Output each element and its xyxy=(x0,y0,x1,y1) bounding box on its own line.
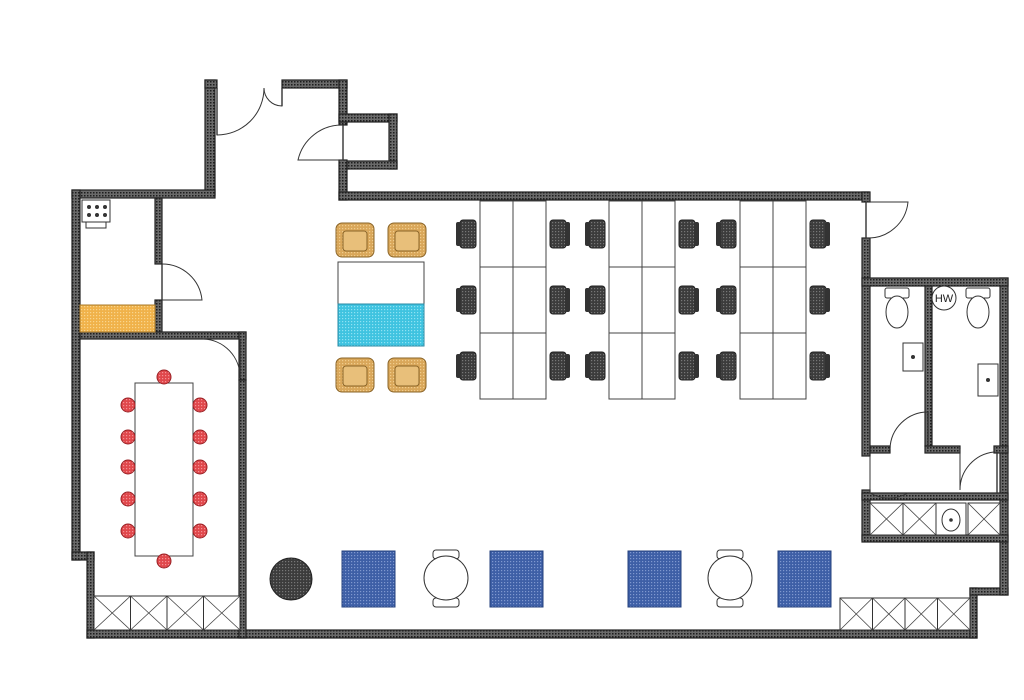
desk-chair xyxy=(549,219,570,249)
conference-chair xyxy=(120,397,136,413)
sink-icon xyxy=(977,363,999,397)
storage-cabinet xyxy=(869,502,904,536)
planter xyxy=(269,557,313,601)
desk xyxy=(641,332,676,400)
cafe-table xyxy=(707,549,753,608)
lounge-chair xyxy=(387,222,427,258)
conference-chair xyxy=(120,491,136,507)
storage-counter xyxy=(79,304,156,333)
soft-seat xyxy=(489,550,544,608)
desk xyxy=(641,200,676,268)
cafe-table xyxy=(423,549,469,608)
conference-chair xyxy=(192,491,208,507)
conference-chair xyxy=(120,459,136,475)
desk-chair xyxy=(549,285,570,315)
storage-cabinets-right-upper xyxy=(869,502,1001,536)
desk-chair xyxy=(716,351,737,381)
desk xyxy=(512,332,547,400)
conference-chair xyxy=(192,523,208,539)
sink-icon xyxy=(935,502,967,536)
conference-chair xyxy=(120,523,136,539)
storage-cabinet xyxy=(203,595,241,631)
desk-chair xyxy=(716,285,737,315)
outer-walls xyxy=(71,79,1009,639)
desk xyxy=(739,200,774,268)
interior-walls xyxy=(79,197,1009,639)
desk-chair xyxy=(716,219,737,249)
desk-chair xyxy=(678,285,699,315)
desk-chair xyxy=(456,285,477,315)
workstation-cluster xyxy=(456,200,570,400)
restrooms: HW xyxy=(869,285,1001,536)
storage-cabinet xyxy=(872,597,906,631)
conference-chair xyxy=(192,397,208,413)
desk-chair xyxy=(549,351,570,381)
desk-chair xyxy=(585,219,606,249)
desk xyxy=(772,332,807,400)
storage-cabinet xyxy=(130,595,168,631)
desk xyxy=(512,266,547,334)
soft-seat xyxy=(627,550,682,608)
storage-cabinet xyxy=(902,502,937,536)
storage-cabinet xyxy=(93,595,131,631)
storage-cabinets-right-lower xyxy=(839,597,971,631)
conference-chair xyxy=(156,553,172,569)
desk xyxy=(739,332,774,400)
desk xyxy=(479,332,514,400)
desk-chair xyxy=(809,285,830,315)
desk-chair xyxy=(585,351,606,381)
desk xyxy=(479,200,514,268)
doors xyxy=(161,87,998,499)
desk xyxy=(641,266,676,334)
storage-cabinet xyxy=(166,595,204,631)
lounge-chair xyxy=(335,357,375,393)
desk-chair xyxy=(678,219,699,249)
lounge-chair xyxy=(387,357,427,393)
desk-chair xyxy=(585,285,606,315)
toilet-icon xyxy=(884,287,910,329)
conference-room xyxy=(93,369,241,631)
conference-chair xyxy=(192,459,208,475)
storage-cabinet xyxy=(839,597,873,631)
desk xyxy=(608,332,643,400)
desk xyxy=(608,266,643,334)
storage-cabinet xyxy=(967,502,1001,536)
desk xyxy=(512,200,547,268)
workstations xyxy=(456,200,830,400)
conference-chairs xyxy=(120,369,208,569)
desk xyxy=(772,200,807,268)
storage-cabinet xyxy=(937,597,971,631)
workstation-cluster xyxy=(716,200,830,400)
lounge xyxy=(335,222,427,393)
conference-table xyxy=(134,382,194,557)
conference-chair xyxy=(120,429,136,445)
storage-cabinet xyxy=(904,597,938,631)
desk-chair xyxy=(678,351,699,381)
desk xyxy=(772,266,807,334)
water-heater xyxy=(931,285,957,311)
desk-chair xyxy=(456,219,477,249)
conference-chair xyxy=(192,429,208,445)
desk-chair xyxy=(456,351,477,381)
toilet-icon xyxy=(965,287,991,329)
soft-seat xyxy=(777,550,832,608)
desk-chair xyxy=(809,219,830,249)
desk xyxy=(608,200,643,268)
water-heater-label: HW xyxy=(935,293,954,305)
lounge-chair xyxy=(335,222,375,258)
desk xyxy=(479,266,514,334)
storage-cabinets-left xyxy=(93,595,241,631)
sink-icon xyxy=(902,342,924,372)
kitchenette xyxy=(79,199,156,333)
workstation-cluster xyxy=(585,200,699,400)
stove-icon xyxy=(81,199,111,223)
desk xyxy=(739,266,774,334)
soft-seat xyxy=(341,550,396,608)
desk-chair xyxy=(809,351,830,381)
conference-chair xyxy=(156,369,172,385)
soft-seating xyxy=(269,549,832,608)
